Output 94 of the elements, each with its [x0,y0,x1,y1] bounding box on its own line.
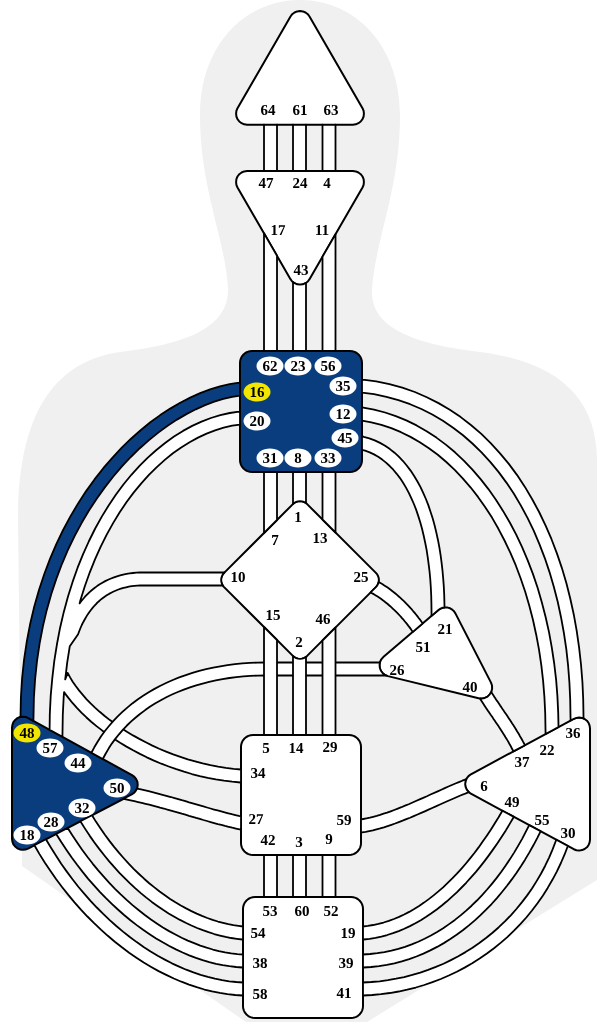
gate-number: 58 [253,988,267,1000]
gate-number: 25 [354,571,368,583]
channel [479,691,526,753]
gate-number: 40 [462,681,477,693]
gate-oval: 31 [256,448,284,468]
channel [321,854,337,898]
gate-number: 7 [272,535,279,545]
channel [361,378,585,722]
channel [321,471,337,534]
gate-oval: 45 [331,428,359,448]
gate-number: 21 [438,624,452,634]
gate-number: 15 [266,610,280,621]
gate-number: 10 [231,571,245,583]
gate-oval: 8 [284,448,312,468]
channel [263,471,278,534]
gate-number: 1 [295,512,301,522]
gate-oval: 56 [314,356,342,376]
gate-number: 5 [262,743,270,753]
gate-number: 52 [324,906,338,917]
gate-oval: 33 [314,448,342,468]
gate-number: 61 [293,104,307,116]
gate-number: 3 [295,836,303,848]
gate-number: 63 [324,104,338,116]
channel [360,778,470,834]
gate-number: 46 [315,613,331,625]
gate-number: 19 [341,928,355,939]
gate-number: 43 [293,264,308,276]
gate-oval: 44 [64,753,92,773]
channel [362,824,542,969]
channel [263,626,278,736]
gate-number: 4 [323,178,331,188]
channel [263,232,278,352]
channel [321,123,337,172]
gate-oval: 18 [13,825,41,845]
gate-number: 22 [540,745,554,755]
channel [369,581,424,633]
channel [362,838,569,997]
channel [361,406,560,735]
channel [292,123,307,172]
gate-oval: 62 [256,356,284,376]
gate-number: 51 [416,642,430,653]
channel [122,787,242,831]
channel [361,435,446,617]
channel [292,281,307,352]
channel [55,827,244,969]
channel [263,854,278,898]
gate-number: 38 [253,957,267,969]
gate-oval: 12 [329,404,357,424]
gate-number: 34 [251,767,266,779]
channel [79,814,244,941]
gate-oval: 57 [36,738,64,758]
channel [48,410,242,784]
gate-number: 47 [258,178,274,188]
gate-number: 27 [249,814,264,824]
gate-number: 29 [323,741,337,753]
gate-number: 2 [295,637,303,647]
channel [33,838,244,997]
channel [263,123,278,172]
gate-number: 9 [325,833,333,845]
gate-oval: 28 [37,812,65,832]
gate-number: 37 [515,756,530,768]
gate-number: 13 [313,532,327,544]
gate-oval: 23 [284,356,312,376]
channel [19,381,241,722]
gate-number: 26 [390,664,405,676]
gate-oval: 16 [243,382,271,402]
gate-number: 30 [561,827,575,839]
gate-oval: 20 [243,411,271,431]
gate-number: 53 [263,906,277,917]
gate-oval: 48 [13,723,41,743]
gate-number: 49 [504,796,519,808]
channel [292,854,307,898]
channel [362,809,515,941]
gate-number: 41 [336,988,351,998]
gate-number: 59 [337,814,351,826]
gate-number: 17 [271,225,286,235]
gate-oval: 35 [329,376,357,396]
gate-number: 24 [293,178,308,188]
gate-oval: 32 [68,798,96,818]
gate-oval: 50 [103,778,131,798]
gate-number: 6 [480,780,488,792]
channel [321,233,337,352]
channel [292,655,307,736]
gate-number: 36 [566,727,581,739]
channel [292,471,307,505]
gate-number: 55 [535,815,549,825]
gate-number: 64 [261,104,276,116]
gate-number: 60 [295,905,309,917]
gate-number: 54 [251,928,266,938]
channel [321,626,337,736]
gate-number: 42 [260,835,275,845]
gate-number: 14 [289,743,304,753]
gate-number: 11 [316,225,329,235]
gate-number: 39 [339,958,353,969]
